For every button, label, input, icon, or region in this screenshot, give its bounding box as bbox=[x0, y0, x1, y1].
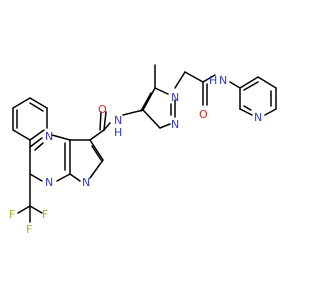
molecule-structure: O N H N N O N H N N N N F F F bbox=[9, 64, 277, 236]
bond bbox=[103, 111, 107, 131]
fluorine-atom-label: F bbox=[42, 208, 48, 221]
bond bbox=[29, 97, 48, 109]
nitrogen-atom-label: N bbox=[45, 130, 53, 143]
bond bbox=[239, 108, 253, 116]
bond bbox=[202, 74, 216, 83]
bond bbox=[243, 81, 259, 91]
bond bbox=[229, 81, 241, 89]
fluorine-atom-label: F bbox=[9, 208, 15, 221]
bond bbox=[12, 129, 31, 141]
nitrogen-atom-label: N bbox=[219, 74, 227, 87]
bond bbox=[99, 111, 102, 131]
bond bbox=[29, 129, 45, 141]
bond bbox=[184, 71, 204, 83]
bond bbox=[56, 173, 71, 182]
nitrogen-atom-label: N bbox=[45, 176, 53, 189]
bond bbox=[154, 87, 169, 95]
bond bbox=[243, 105, 252, 111]
nitrogen-atom-label: N bbox=[171, 118, 179, 131]
bond bbox=[142, 109, 161, 129]
nitrogen-atom-label: N bbox=[254, 111, 262, 124]
bond bbox=[257, 76, 277, 89]
bond bbox=[122, 109, 144, 116]
fluorine-atom-label: F bbox=[26, 223, 32, 236]
bond bbox=[142, 87, 156, 111]
bond bbox=[89, 159, 104, 179]
bond bbox=[29, 205, 43, 214]
nitrogen-atom-label: N bbox=[114, 114, 122, 127]
bond bbox=[89, 129, 105, 141]
bond bbox=[12, 97, 31, 109]
bond bbox=[29, 173, 43, 182]
bond bbox=[29, 137, 43, 148]
hydrogen-atom-label: H bbox=[114, 126, 122, 139]
nitrogen-atom-label: N bbox=[171, 91, 179, 104]
molecule-canvas: O N H N N O N H N N N N F F F bbox=[9, 64, 277, 236]
bond bbox=[264, 108, 277, 116]
atom-labels: O N H N N O N H N N N N F F F bbox=[9, 74, 262, 236]
oxygen-atom-label: O bbox=[98, 103, 107, 116]
bond bbox=[140, 92, 152, 112]
bond bbox=[91, 145, 102, 161]
bond bbox=[174, 71, 186, 89]
nitrogen-atom-label: N bbox=[82, 176, 90, 189]
bond bbox=[51, 134, 71, 141]
bond bbox=[239, 76, 259, 89]
bond bbox=[17, 205, 31, 214]
bond bbox=[89, 139, 104, 161]
bond bbox=[29, 102, 44, 112]
bond bbox=[69, 173, 81, 182]
bond bbox=[103, 122, 111, 131]
bonds bbox=[12, 64, 277, 223]
hydrogen-atom-label: H bbox=[209, 74, 217, 87]
bond bbox=[34, 142, 44, 151]
oxygen-atom-label: O bbox=[199, 108, 208, 121]
bond bbox=[159, 123, 171, 129]
